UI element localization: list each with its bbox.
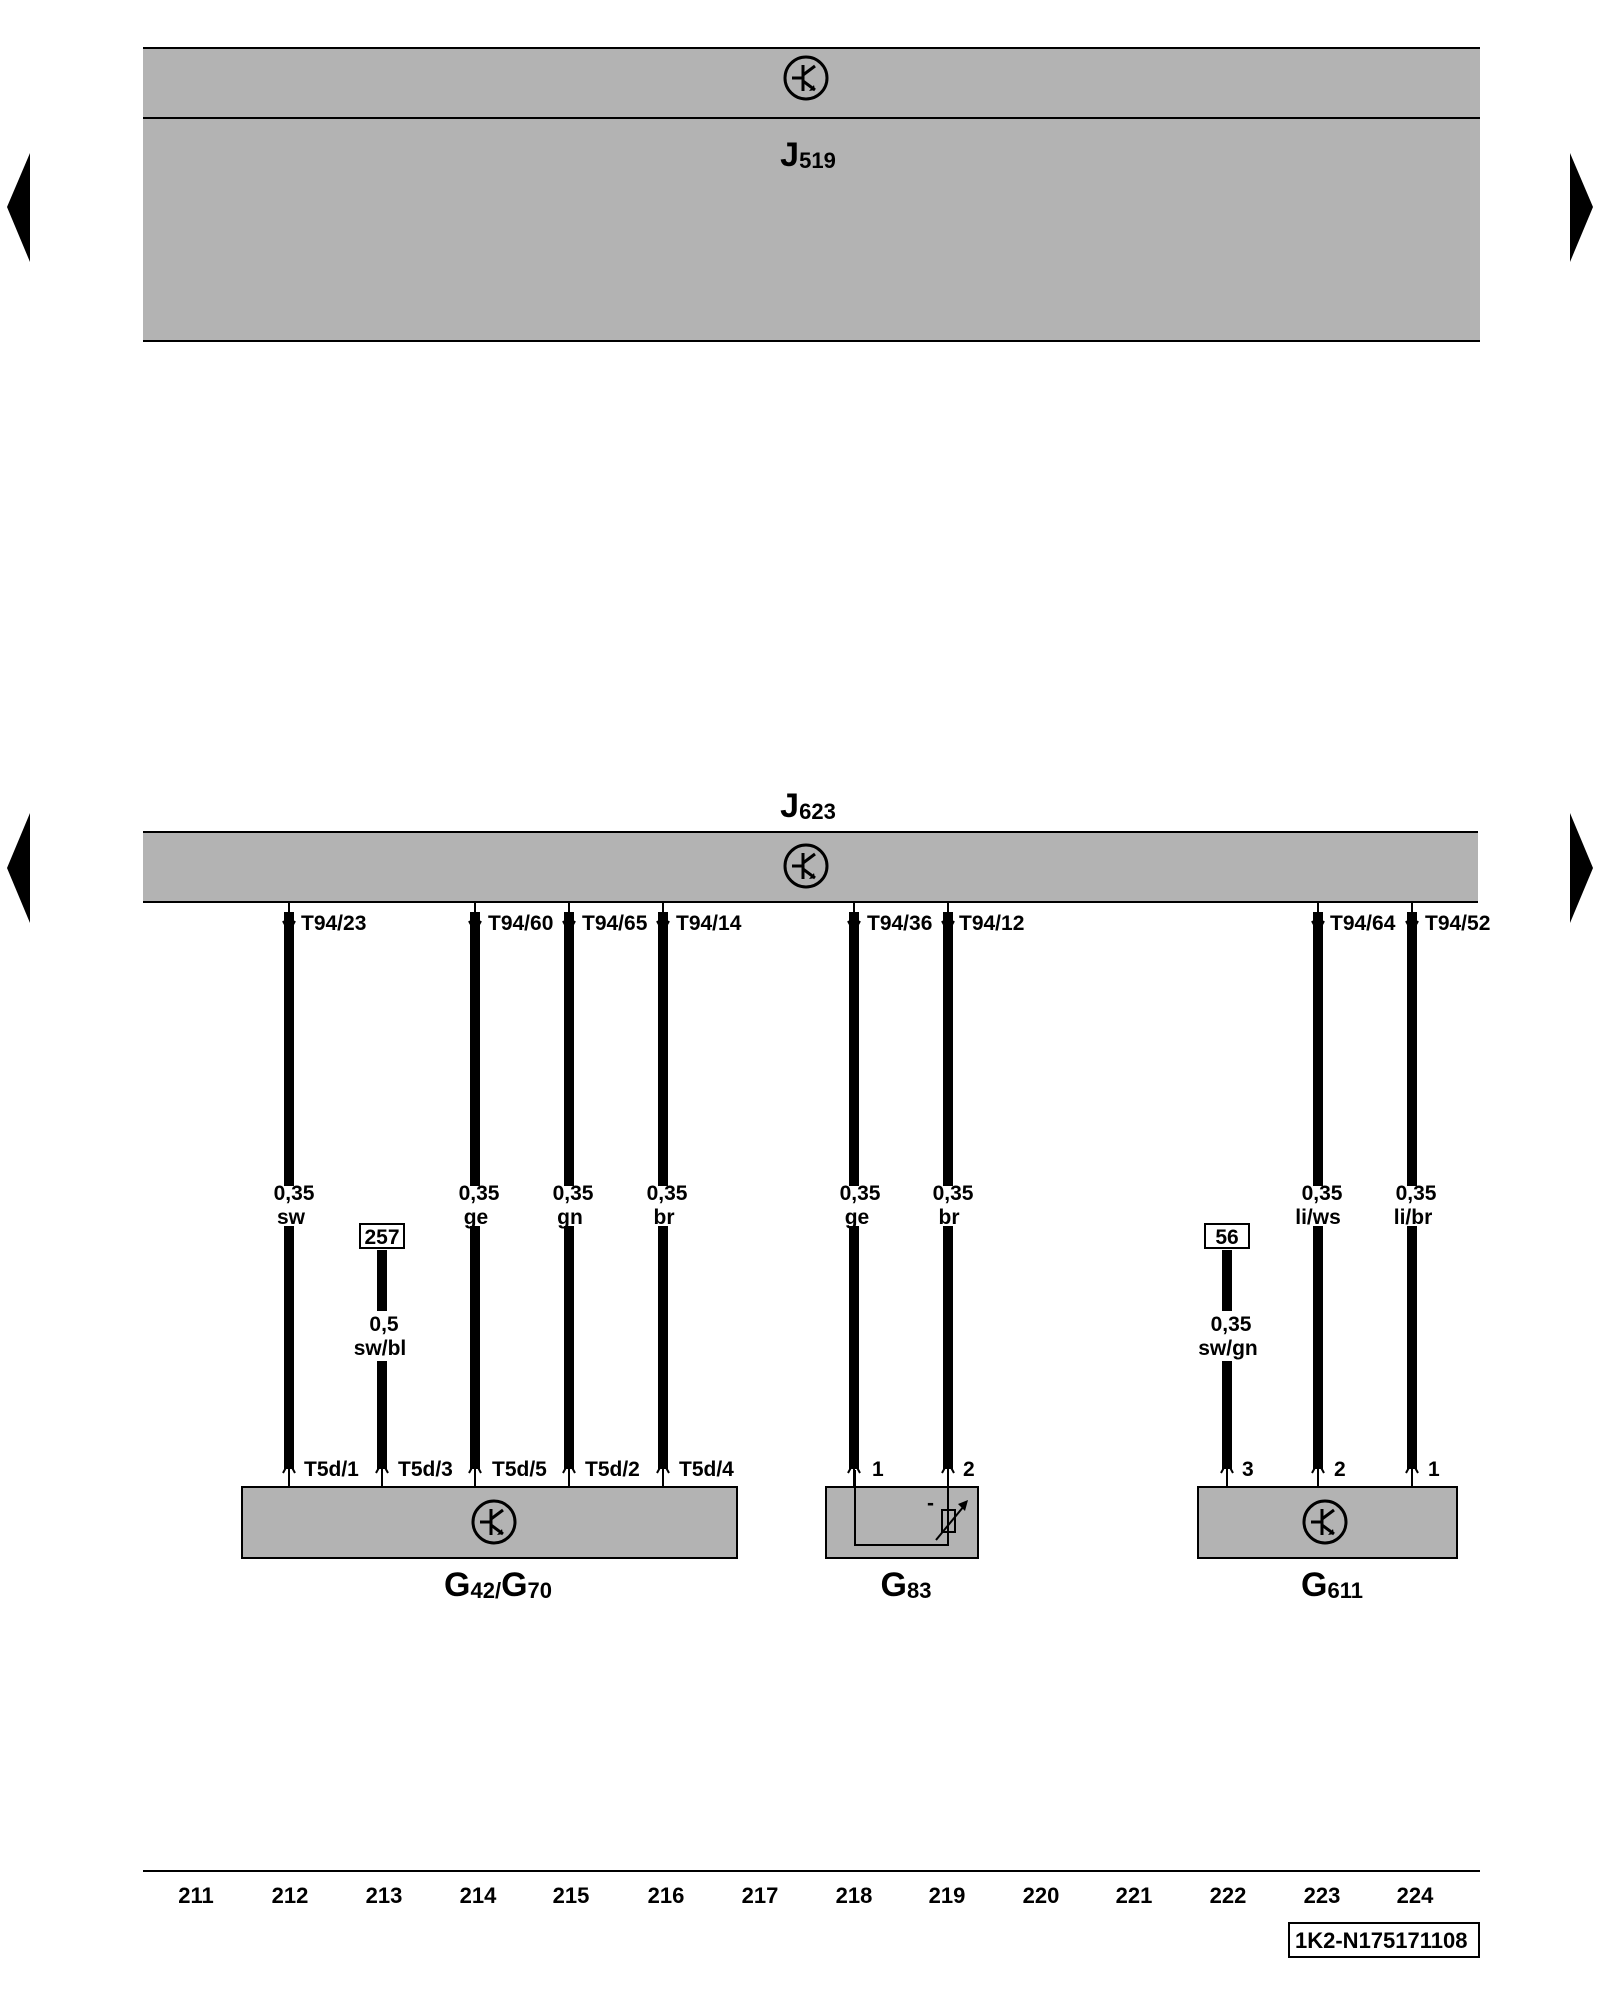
column-number: 220 <box>1023 1883 1060 1908</box>
module-j519: J519 <box>143 47 1480 342</box>
wire-gauge: 0,35 <box>933 1182 974 1205</box>
column-number: 215 <box>553 1883 590 1908</box>
reference-number: 56 <box>1215 1226 1238 1249</box>
wire-color: br <box>654 1206 675 1229</box>
column-number: 218 <box>836 1883 873 1908</box>
pin-label: 3 <box>1242 1458 1254 1481</box>
column-number: 212 <box>272 1883 309 1908</box>
ref-wire-56: 56 0,35 sw/gn 3 <box>1198 1223 1258 1487</box>
wire-2: T94/60 0,35 ge T5d/5 <box>459 902 553 1487</box>
ground-symbol-icon <box>471 1499 517 1545</box>
column-number: 211 <box>178 1883 214 1908</box>
pin-label: T5d/1 <box>304 1458 359 1481</box>
wire-gauge: 0,35 <box>1396 1182 1437 1205</box>
next-page-arrow-icon[interactable] <box>1570 153 1593 262</box>
column-number: 222 <box>1210 1883 1247 1908</box>
variable-resistor-icon <box>935 1500 968 1541</box>
pin-label: T5d/4 <box>679 1458 734 1481</box>
next-page-arrow-icon[interactable] <box>1570 813 1593 923</box>
prev-page-arrow-icon[interactable] <box>7 813 30 923</box>
wire-color: br <box>939 1206 960 1229</box>
pin-label: T94/60 <box>488 912 553 935</box>
module-j623-label: J623 <box>780 787 836 825</box>
wire-7: T94/64 0,35 li/ws 2 <box>1295 902 1396 1487</box>
component-g83-label: G83 <box>881 1566 932 1604</box>
pin-label: T94/52 <box>1425 912 1490 935</box>
wire-gauge: 0,5 <box>369 1313 399 1336</box>
pin-label: 1 <box>1428 1458 1440 1481</box>
wire-gauge: 0,35 <box>274 1182 315 1205</box>
component-g42-g70-label: G42/G70 <box>444 1566 552 1604</box>
reference-box[interactable] <box>359 1223 405 1249</box>
wire-gauge: 0,35 <box>1302 1182 1343 1205</box>
module-j623: J623 <box>143 787 1478 903</box>
pin-label: T94/65 <box>582 912 648 935</box>
column-number: 213 <box>366 1883 403 1908</box>
document-code-text: 1K2-N175171108 <box>1295 1928 1467 1953</box>
wire-color: li/ws <box>1295 1206 1341 1229</box>
column-number: 216 <box>648 1883 685 1908</box>
component-g611-label: G611 <box>1301 1566 1363 1604</box>
wire-color: ge <box>464 1206 489 1229</box>
wire-gauge: 0,35 <box>459 1182 500 1205</box>
wire-gauge: 0,35 <box>647 1182 688 1205</box>
wire-6: T94/12 0,35 br 2 <box>933 902 1024 1487</box>
component-g611: G611 <box>1197 1486 1458 1604</box>
ground-symbol-icon <box>1302 1499 1348 1545</box>
wire-color: sw/gn <box>1198 1337 1258 1360</box>
column-number: 224 <box>1397 1883 1434 1908</box>
column-number: 214 <box>460 1883 497 1908</box>
pin-label: T5d/3 <box>398 1458 453 1481</box>
wire-5: T94/36 0,35 ge 1 <box>840 902 932 1487</box>
column-number: 221 <box>1116 1883 1153 1908</box>
wire-gauge: 0,35 <box>553 1182 594 1205</box>
pin-label: T94/12 <box>959 912 1024 935</box>
column-number: 217 <box>742 1883 779 1908</box>
wire-color: ge <box>845 1206 870 1229</box>
reference-number: 257 <box>364 1226 399 1249</box>
pin-label: T5d/5 <box>492 1458 547 1481</box>
pin-label: T94/36 <box>867 912 932 935</box>
wire-color: sw/bl <box>354 1337 407 1360</box>
wire-color: sw <box>277 1206 306 1229</box>
pin-label: T94/64 <box>1330 912 1396 935</box>
ground-symbol-icon <box>783 55 829 101</box>
reference-box[interactable] <box>1204 1223 1250 1249</box>
pin-label: 2 <box>963 1458 975 1481</box>
pin-label: T94/14 <box>676 912 742 935</box>
wire-3: T94/65 0,35 gn T5d/2 <box>553 902 648 1487</box>
wire-color: gn <box>557 1206 583 1229</box>
prev-page-arrow-icon[interactable] <box>7 153 30 262</box>
wire-1: T94/23 0,35 sw T5d/1 <box>274 902 366 1487</box>
component-g83: - G83 <box>825 1470 979 1604</box>
wire-gauge: 0,35 <box>840 1182 881 1205</box>
pin-label: T94/23 <box>301 912 366 935</box>
minus-sign: - <box>927 1492 934 1515</box>
wire-gauge: 0,35 <box>1211 1313 1252 1336</box>
column-number: 219 <box>929 1883 966 1908</box>
pin-label: 2 <box>1334 1458 1346 1481</box>
document-code: 1K2-N175171108 <box>1288 1922 1480 1958</box>
ground-symbol-icon <box>783 843 829 889</box>
module-j519-label: J519 <box>780 136 836 174</box>
wire-color: li/br <box>1394 1206 1433 1229</box>
ref-wire-257: 257 0,5 sw/bl T5d/3 <box>354 1223 453 1487</box>
wire-4: T94/14 0,35 br T5d/4 <box>647 902 742 1487</box>
pin-label: T5d/2 <box>585 1458 640 1481</box>
column-numbers: 211 212 213 214 215 216 217 218 219 220 … <box>178 1883 1434 1908</box>
component-g42-g70: G42/G70 <box>241 1486 738 1604</box>
column-number: 223 <box>1304 1883 1341 1908</box>
pin-label: 1 <box>872 1458 884 1481</box>
wire-8: T94/52 0,35 li/br 1 <box>1394 902 1490 1487</box>
